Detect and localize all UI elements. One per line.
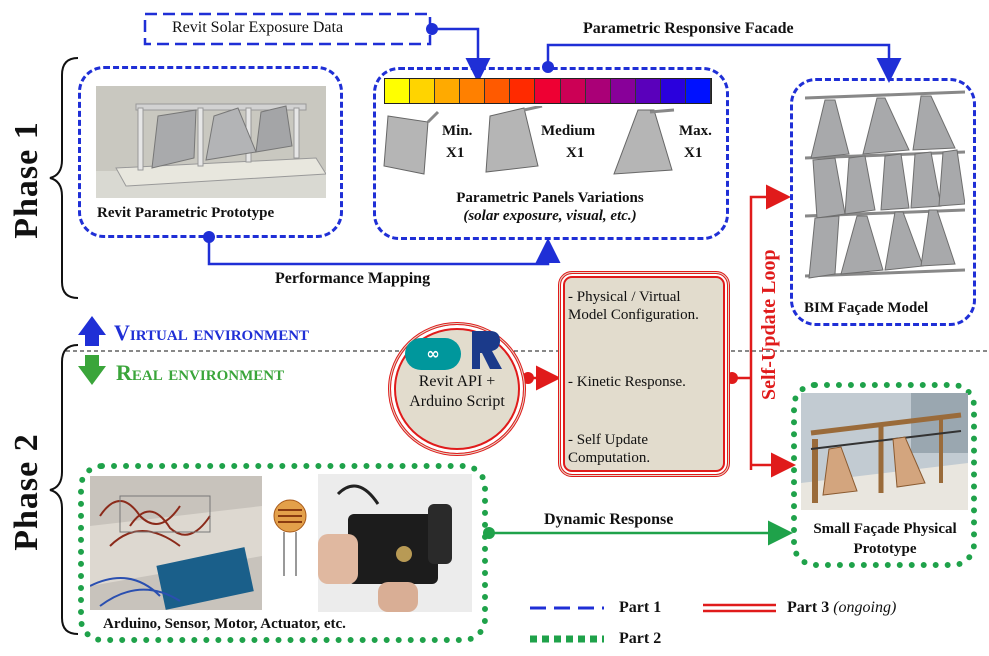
legend-part3-label: Part 3 (ongoing) — [787, 599, 897, 616]
process-item-update: - Self Update Computation. — [568, 432, 651, 466]
small-prototype-image — [801, 393, 968, 510]
hardware-box — [78, 463, 488, 643]
process-item-config: - Physical / Virtual Model Configuration… — [568, 289, 699, 323]
api-script-label: Revit API + Arduino Script — [409, 373, 505, 410]
phase2-brace — [49, 344, 79, 635]
performance-mapping-arrow — [207, 237, 561, 266]
panel-min-count: X1 — [446, 145, 465, 161]
solar-scale-cell — [560, 79, 586, 103]
solar-scale-cell — [660, 79, 686, 103]
panel-medium-label: Medium — [541, 123, 596, 139]
revit-prototype-box — [78, 66, 343, 238]
solar-scale-cell — [610, 79, 636, 103]
solar-data-arrow — [432, 27, 491, 83]
panel-max-count: X1 — [684, 145, 703, 161]
solar-scale-cell — [635, 79, 661, 103]
panel-min-icon — [380, 108, 440, 188]
bim-model-image — [805, 88, 965, 293]
performance-mapping-label: Performance Mapping — [275, 270, 431, 287]
panels-subtitle: (solar exposure, visual, etc.) — [463, 208, 637, 224]
small-prototype-box — [791, 382, 977, 568]
self-update-to-bim-arrow — [749, 184, 791, 470]
phase1-brace — [49, 57, 79, 299]
panel-medium-icon — [480, 104, 550, 186]
solar-scale-cell — [535, 79, 561, 103]
revit-prototype-image — [96, 86, 326, 198]
virtual-environment-label: Virtual environment — [114, 320, 310, 345]
legend-part1-label: Part 1 — [619, 599, 662, 616]
responsive-facade-label: Parametric Responsive Facade — [583, 20, 794, 37]
panel-max-icon — [610, 104, 680, 187]
real-down-arrow-icon — [78, 355, 106, 385]
revit-logo-icon — [466, 327, 502, 376]
phase2-label: Phase 2 — [8, 433, 45, 551]
dynamic-response-label: Dynamic Response — [544, 511, 674, 528]
process-box — [558, 271, 730, 477]
arduino-logo-icon: ∞ — [405, 338, 461, 370]
solar-scale-cell — [435, 79, 461, 103]
solar-scale-cell — [585, 79, 611, 103]
process-item-kinetic: - Kinetic Response. — [568, 374, 686, 390]
panel-medium-count: X1 — [566, 145, 585, 161]
solar-scale-cell — [485, 79, 511, 103]
solar-scale-cell — [510, 79, 536, 103]
panel-max-label: Max. — [679, 123, 712, 139]
solar-exposure-scale — [384, 78, 712, 104]
panel-min-label: Min. — [442, 123, 473, 139]
virtual-up-arrow-icon — [78, 316, 106, 346]
legend-part2-label: Part 2 — [619, 630, 662, 647]
panels-variations-box — [373, 67, 729, 240]
self-update-loop-label: Self-Update Loop — [758, 249, 780, 400]
solar-scale-cell — [685, 79, 712, 103]
solar-scale-cell — [410, 79, 436, 103]
bim-model-box — [790, 78, 976, 326]
revit-prototype-caption: Revit Parametric Prototype — [97, 205, 275, 221]
small-prototype-caption: Small Façade Physical Prototype — [813, 521, 957, 557]
solar-data-label: Revit Solar Exposure Data — [172, 19, 344, 36]
bim-model-caption: BIM Façade Model — [804, 300, 929, 316]
solar-scale-cell — [385, 79, 411, 103]
hardware-caption: Arduino, Sensor, Motor, Actuator, etc. — [103, 616, 346, 632]
real-environment-label: Real environment — [116, 360, 285, 385]
panels-title: Parametric Panels Variations — [456, 190, 644, 206]
solar-scale-cell — [460, 79, 486, 103]
arduino-board-image — [90, 476, 262, 610]
motor-actuator-image — [318, 474, 472, 612]
light-sensor-icon — [268, 498, 312, 583]
phase1-label: Phase 1 — [8, 121, 45, 239]
responsive-facade-arrow — [546, 43, 902, 83]
